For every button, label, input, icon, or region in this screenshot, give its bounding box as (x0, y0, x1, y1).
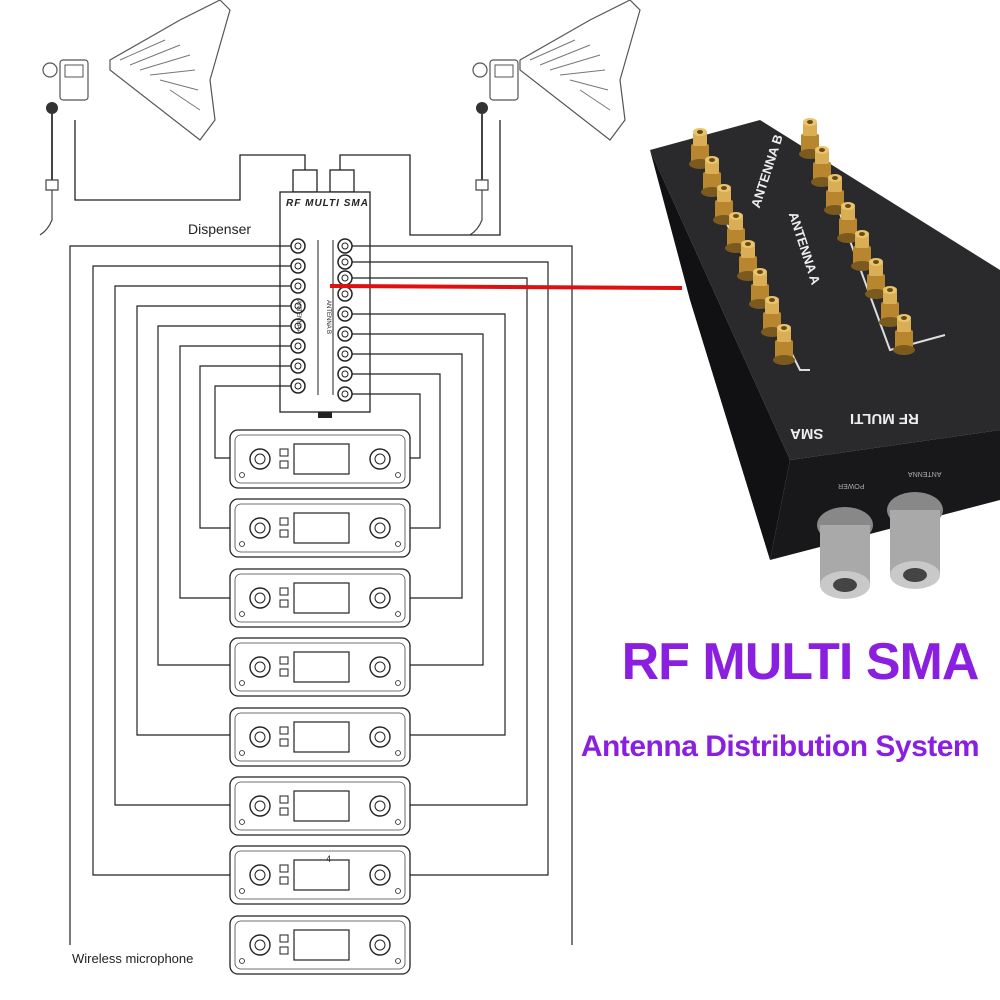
dispenser-label: Dispenser (188, 221, 252, 237)
device-photo (650, 118, 1000, 599)
antenna-a-diagram-label: ANTENNA A (295, 300, 301, 334)
link-line (329, 284, 683, 290)
wireless-mic-label: Wireless microphone (72, 951, 194, 966)
receiver-stack (229, 429, 411, 975)
receiver-number: 4 (326, 854, 332, 864)
photo-brand-line2: SMA (790, 425, 824, 442)
device-label: RF MULTI SMA (286, 198, 369, 209)
antenna-b-diagram-label: ANTENNA B (325, 300, 331, 335)
photo-port-label-b: POWER (838, 482, 865, 489)
photo-brand-line1: RF MULTI (850, 410, 919, 427)
dispenser-box (279, 191, 371, 418)
headline-subtitle: Antenna Distribution System (580, 730, 980, 763)
antenna-cables (74, 120, 501, 236)
photo-port-label-a: ANTENNA (908, 470, 942, 477)
dispenser-bnc-connectors (292, 169, 355, 193)
headline-title: RF MULTI SMA (621, 633, 980, 691)
left-distribution-cables (69, 245, 291, 945)
bnc-front-connectors (817, 492, 943, 599)
right-antenna-icon (469, 0, 641, 236)
